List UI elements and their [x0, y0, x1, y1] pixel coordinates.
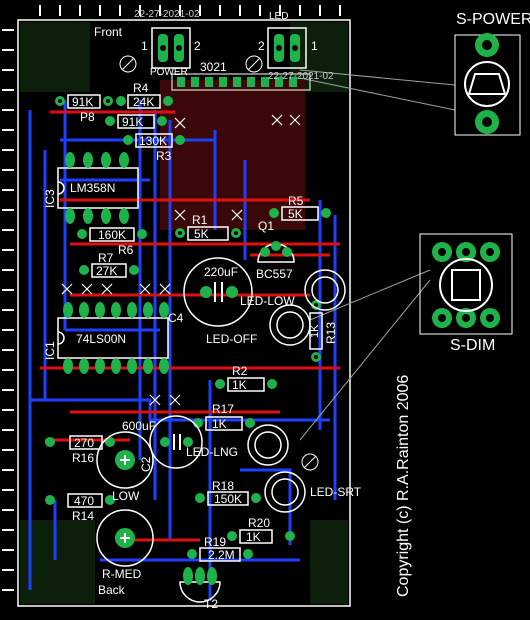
r4-value: 24K	[133, 95, 155, 109]
r1-value: 5K	[194, 227, 209, 241]
t2-ref: T2	[204, 597, 219, 611]
capacitor-c2	[149, 415, 203, 469]
c2-ref: C2	[139, 456, 153, 472]
c2-value: 600uF	[122, 419, 157, 433]
led-low-label: LED-LOW	[240, 294, 295, 308]
s-power-switch	[454, 33, 521, 136]
power-connector	[151, 27, 191, 69]
ic1-package	[57, 302, 169, 374]
unused-pad-marks	[61, 114, 301, 406]
q1-value: BC557	[256, 267, 293, 281]
power-connector-label: POWER	[150, 67, 188, 78]
r7-value: 27K	[96, 264, 118, 278]
top-layer-traces	[40, 110, 340, 542]
r5-value: 5K	[288, 207, 303, 221]
board-edge-marks	[39, 5, 341, 16]
r7-ref: R7	[98, 251, 114, 265]
resistor-bodies	[67, 94, 323, 562]
board-edge-marks-left	[2, 29, 14, 591]
r6-value: 160K	[98, 228, 127, 242]
r20-ref: R20	[248, 516, 271, 530]
board-outline	[17, 19, 351, 607]
p8-ref: P8	[80, 110, 95, 124]
r13-value: 1K	[309, 324, 321, 338]
r-91k-a-value: 91K	[72, 95, 94, 109]
led-connector-label: LED	[269, 11, 289, 22]
r20-value: 1K	[246, 530, 261, 544]
r3-ref: R3	[156, 149, 172, 163]
r14-ref: R14	[72, 509, 95, 523]
r16-ref: R16	[72, 451, 95, 465]
r17-value: 1K	[212, 417, 227, 431]
ic3-package	[57, 152, 139, 224]
transistor-t2	[179, 567, 221, 603]
board-top-code: 22-27-2021-02	[134, 9, 200, 20]
pot-low-label: LOW	[112, 489, 140, 503]
ic1-ref: IC1	[43, 341, 57, 360]
led-lng-label: LED-LNG	[186, 445, 239, 459]
front-label: Front	[94, 25, 123, 39]
s-dim-switch	[419, 233, 513, 335]
led-srt-label: LED-SRT	[310, 485, 362, 499]
r14-value: 470	[74, 494, 95, 508]
r2-value: 1K	[232, 378, 247, 392]
r18-ref: R18	[212, 479, 235, 493]
led-connector	[267, 27, 307, 69]
q1-ref: Q1	[258, 219, 275, 233]
led-pin1-label: 2	[258, 39, 265, 53]
r16-value: 270	[74, 436, 95, 450]
r18-value: 150K	[214, 492, 243, 506]
c4-ref: C4	[168, 311, 184, 325]
back-label: Back	[98, 583, 125, 597]
via-holes	[58, 99, 318, 359]
header-3021	[171, 73, 311, 91]
offboard-wires	[299, 69, 456, 441]
copper-zone	[160, 80, 305, 230]
r-91k-b-value: 91K	[122, 115, 144, 129]
header-code-label: 22-27-2021-02	[268, 71, 334, 82]
ic3-ref: IC3	[43, 189, 57, 208]
ground-pad-bottom-left	[20, 520, 95, 604]
r1-ref: R1	[192, 213, 208, 227]
r6-ref: R6	[118, 243, 134, 257]
mounting-holes	[119, 55, 319, 471]
potentiometer-footprints	[96, 431, 154, 567]
r19-value: 2.2M	[208, 548, 235, 562]
r3-value: 130K	[139, 134, 168, 148]
copyright-notice: Copyright (c) R.A.Rainton 2006	[395, 374, 412, 597]
capacitor-c4	[183, 257, 253, 327]
header-label: 3021	[200, 60, 227, 74]
transistor-q1	[257, 241, 295, 263]
pot-rmed-label: R-MED	[102, 567, 142, 581]
c4-value: 220uF	[204, 265, 239, 279]
r4-ref: R4	[133, 81, 149, 95]
ground-pad-top-left	[20, 22, 90, 92]
led-off-label: LED-OFF	[206, 332, 258, 346]
led-footprints	[247, 269, 346, 513]
ic1-value: 74LS00N	[76, 332, 127, 346]
r17-ref: R17	[212, 402, 235, 416]
r5-ref: R5	[288, 194, 304, 208]
ground-pad-bottom-right	[310, 520, 348, 604]
power-pin2-label: 2	[194, 39, 201, 53]
s-dim-label: S-DIM	[450, 337, 496, 354]
ic3-value: LM358N	[70, 181, 116, 195]
r2-ref: R2	[232, 364, 248, 378]
power-pin1-label: 1	[141, 39, 148, 53]
r19-ref: R19	[204, 535, 227, 549]
r13-ref: R13	[324, 321, 338, 344]
s-power-label: S-POWER	[456, 11, 530, 28]
led-pin2-label: 1	[311, 39, 318, 53]
